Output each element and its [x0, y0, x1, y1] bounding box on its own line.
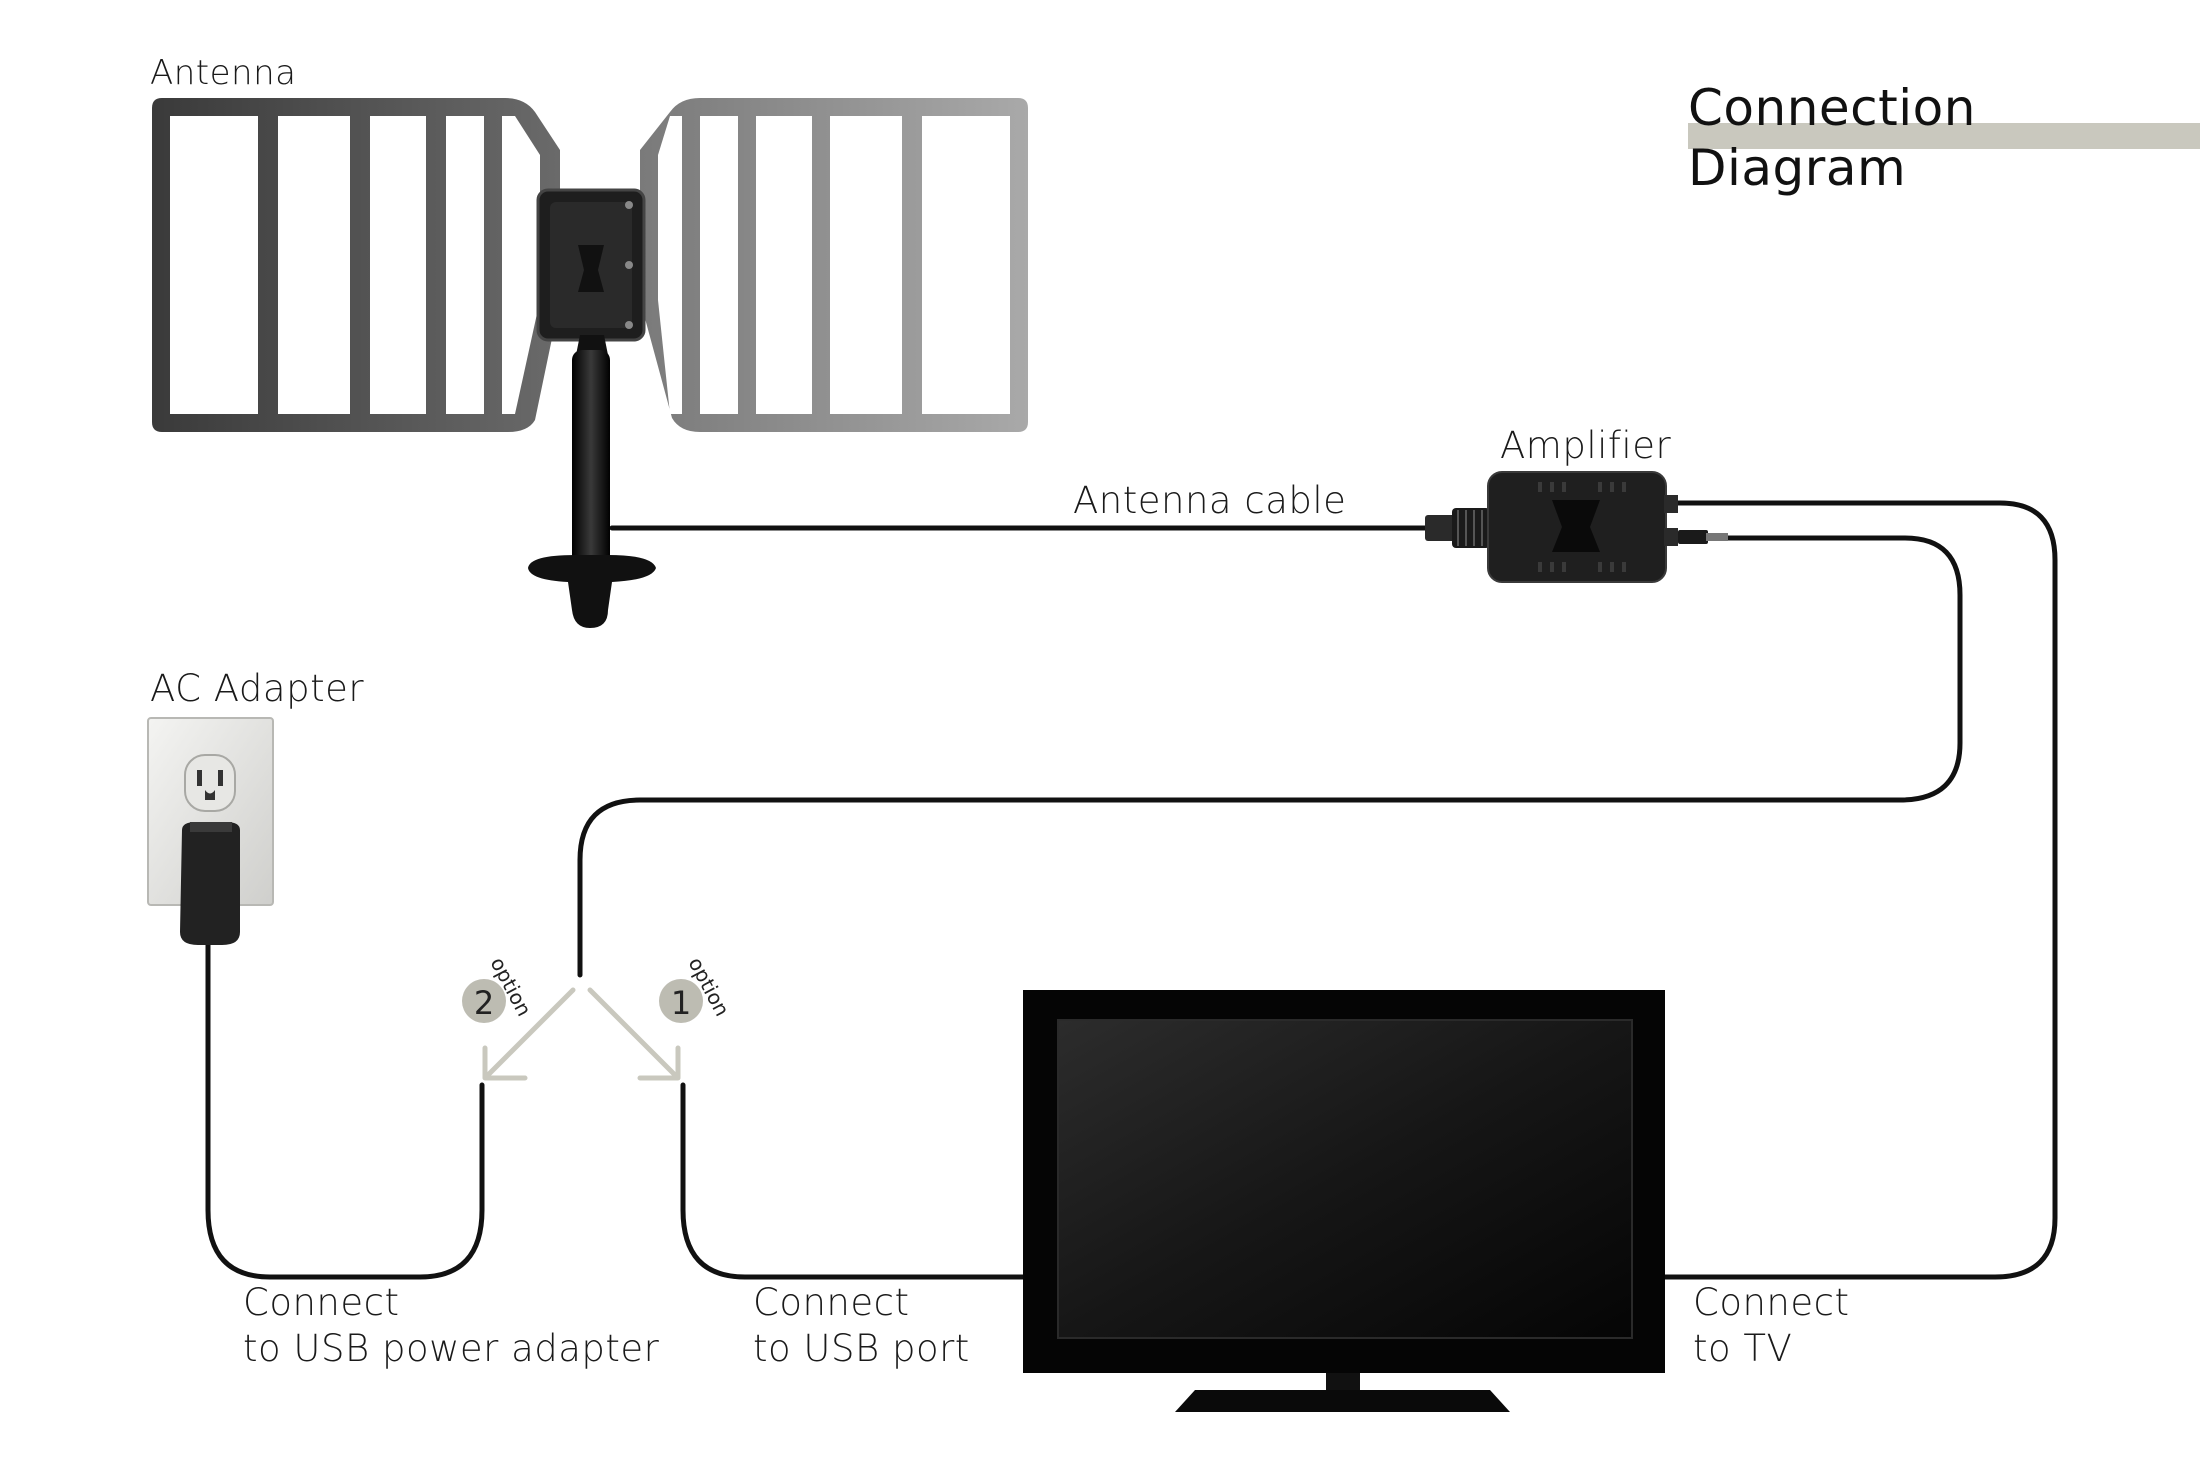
usb-port-cable: [680, 1082, 1033, 1280]
option-1-badge: 1 option: [659, 953, 734, 1023]
usb-power-adapter: [180, 822, 240, 945]
connect-usb-port-line2: to USB port: [753, 1327, 970, 1370]
tv-stand: [1175, 1390, 1510, 1412]
tv-image: [1023, 990, 1665, 1412]
wall-outlet-image: [147, 717, 274, 945]
usb-power-cable: [577, 535, 1963, 978]
page-title: Connection Diagram: [1688, 79, 1976, 197]
title-underline-bar: [1688, 123, 2200, 149]
connect-tv-line2: to TV: [1693, 1327, 1793, 1370]
amplifier-label: Amplifier: [1500, 424, 1672, 467]
option-2-number: 2: [474, 984, 494, 1022]
connect-usb-port-line1: Connect: [753, 1281, 910, 1324]
option-1-arrow: [587, 987, 681, 1081]
amplifier-image: [1425, 471, 1728, 583]
connect-tv-line1: Connect: [1693, 1281, 1850, 1324]
ac-adapter-label: AC Adapter: [150, 667, 365, 710]
ac-adapter-cable: [205, 937, 485, 1280]
antenna-label: Antenna: [150, 53, 297, 93]
connect-usb-adapter-line1: Connect: [243, 1281, 400, 1324]
antenna-cable-label: Antenna cable: [1073, 479, 1347, 522]
option-2-arrow: [482, 987, 576, 1081]
connect-usb-adapter-line2: to USB power adapter: [243, 1327, 660, 1370]
option-arrows: [482, 987, 681, 1081]
antenna-post: [572, 350, 610, 580]
antenna-image: [152, 98, 1028, 628]
antenna-base: [528, 555, 656, 628]
option-2-badge: 2 option: [462, 953, 536, 1023]
tv-screen: [1057, 1019, 1633, 1339]
cables: [205, 500, 2058, 1280]
tv-coax-cable: [1662, 500, 2058, 1280]
option-1-number: 1: [671, 984, 691, 1022]
